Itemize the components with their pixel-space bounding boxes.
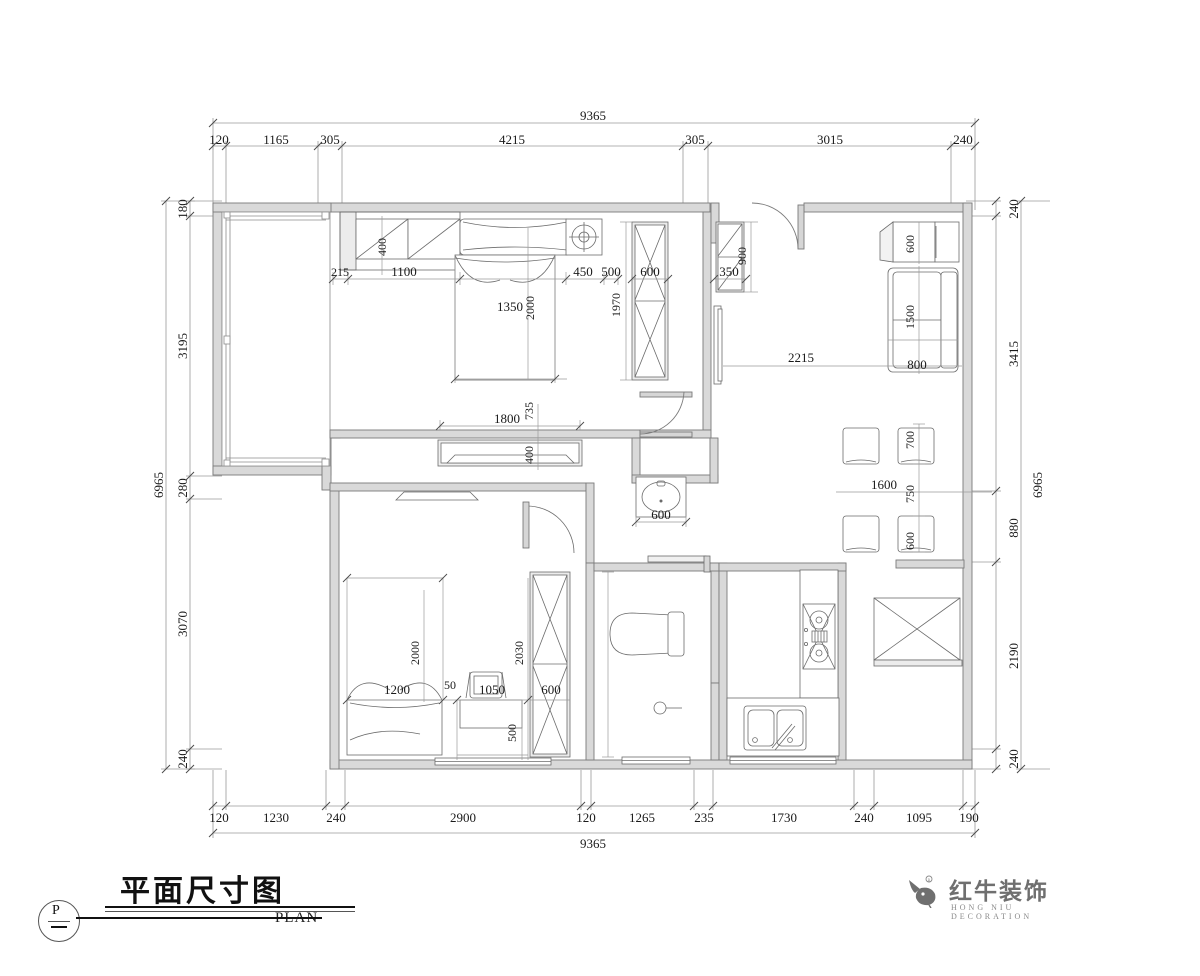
dim-left-1: 3195 (175, 333, 190, 359)
label-wardrobe2-width: 600 (541, 682, 561, 697)
dim-left-3: 3070 (175, 611, 190, 637)
dim-right-3: 2190 (1006, 643, 1021, 669)
dim-bot-4: 120 (576, 810, 596, 825)
architecture (212, 202, 992, 770)
dim-top-1: 1165 (263, 132, 289, 147)
dim-top-2: 305 (320, 132, 340, 147)
washbasin (635, 476, 687, 518)
interior-walls (329, 202, 965, 761)
dim-bot-3: 2900 (450, 810, 476, 825)
dim-left-total: 6965 (151, 472, 166, 498)
dim-right-0: 240 (1006, 199, 1021, 219)
kitchen-fixtures (726, 569, 840, 757)
dim-bot-1: 1230 (263, 810, 289, 825)
bottom-dimension-chain (212, 770, 976, 838)
label-living-width: 2215 (788, 350, 814, 365)
dim-top-total: 9365 (580, 108, 606, 123)
dim-bot-8: 240 (854, 810, 874, 825)
label-chair-a: 700 (903, 431, 917, 449)
drawing-reference-marker: P (38, 900, 80, 942)
label-sideboard: 600 (903, 235, 917, 253)
dim-bot-7: 1730 (771, 810, 797, 825)
hall-console (395, 491, 479, 501)
window-bathroom (621, 756, 691, 765)
dim-bot-9: 1095 (906, 810, 932, 825)
bedroom2-furniture (346, 501, 575, 758)
svg-text:R: R (928, 877, 931, 882)
dim-top-3: 4215 (499, 132, 525, 147)
dim-left-2: 280 (175, 478, 190, 498)
plan-title-cn: 平面尺寸图 (120, 874, 285, 909)
label-bed2-length: 2000 (408, 641, 422, 665)
label-washbasin: 600 (651, 507, 671, 522)
label-tv-depth: 400 (522, 446, 536, 464)
marker-letter: P (52, 903, 60, 918)
living-furniture (842, 221, 963, 667)
dim-bot-5: 1265 (629, 810, 655, 825)
right-dimension-chain (966, 200, 1050, 770)
hall-mirror (713, 305, 723, 385)
label-tv-width: 1800 (494, 411, 520, 426)
label-sofa-length: 1500 (903, 305, 917, 329)
label-wardrobe-width: 1100 (391, 264, 417, 279)
label-wardrobe-offset: 215 (331, 265, 349, 279)
dim-left-4: 240 (175, 749, 190, 769)
label-cabinet-width: 600 (640, 264, 660, 279)
company-logo: R 红牛装饰 HONG NIU DECORATION (905, 872, 1085, 922)
label-shoe-height: 900 (735, 247, 749, 265)
dim-top-0: 120 (209, 132, 229, 147)
title-block: 平面尺寸图 PLAN (35, 866, 455, 956)
label-bed2-width: 1200 (384, 682, 410, 697)
dim-right-2: 880 (1006, 518, 1021, 538)
dim-bot-10: 190 (959, 810, 979, 825)
entry-door (751, 202, 805, 250)
dim-top-5: 3015 (817, 132, 843, 147)
label-tv-offset: 735 (522, 402, 536, 420)
label-desk-width: 1050 (479, 682, 505, 697)
dim-right-4: 240 (1006, 749, 1021, 769)
label-cabinet-gap: 500 (601, 264, 621, 279)
company-name-en: HONG NIU DECORATION (951, 903, 1033, 921)
label-chair-pitch: 750 (903, 485, 917, 503)
dim-bot-2: 240 (326, 810, 346, 825)
master-bedroom-furniture (339, 211, 603, 381)
tv-cabinet (437, 439, 583, 467)
title-rule-thick (105, 906, 355, 908)
marker-divider (48, 921, 70, 922)
dimension-labels: 9365 120 1165 305 4215 305 3015 240 120 … (151, 108, 1045, 851)
label-wardrobe-depth: 400 (375, 238, 389, 256)
dim-right-total: 6965 (1030, 472, 1045, 498)
marker-leader-line (76, 917, 322, 919)
bull-logo-icon: R (909, 875, 936, 908)
dim-bottom-total: 9365 (580, 836, 606, 851)
dim-left-0: 180 (175, 199, 190, 219)
dim-bot-6: 235 (694, 810, 714, 825)
dim-top-6: 240 (953, 132, 973, 147)
label-bed-length: 2000 (523, 296, 537, 320)
balcony-glazing (221, 211, 331, 467)
master-tall-wardrobe (631, 221, 669, 381)
marker-dash (51, 926, 67, 928)
label-cabinet-height: 1970 (609, 293, 623, 317)
label-bed-width: 1350 (497, 299, 523, 314)
label-desk-gap: 50 (444, 678, 456, 692)
label-wardrobe2-height: 2030 (512, 641, 526, 665)
window-kitchen (729, 756, 837, 765)
bedroom-door (639, 391, 693, 438)
label-chair-b: 600 (903, 532, 917, 550)
label-shoe-width: 350 (719, 264, 739, 279)
dim-bot-0: 120 (209, 810, 229, 825)
label-nightstand-gap: 450 (573, 264, 593, 279)
window-bedroom2 (434, 757, 552, 766)
bathroom-fixtures (609, 555, 711, 715)
dim-top-4: 305 (685, 132, 705, 147)
company-name-cn: 红牛装饰 (949, 879, 1049, 905)
title-rule-thin (105, 911, 355, 912)
label-sofa-depth: 800 (907, 357, 927, 372)
dim-right-1: 3415 (1006, 341, 1021, 367)
label-desk-depth: 500 (505, 724, 519, 742)
label-dining-table: 1600 (871, 477, 897, 492)
interior-dimension-lines (332, 216, 992, 760)
